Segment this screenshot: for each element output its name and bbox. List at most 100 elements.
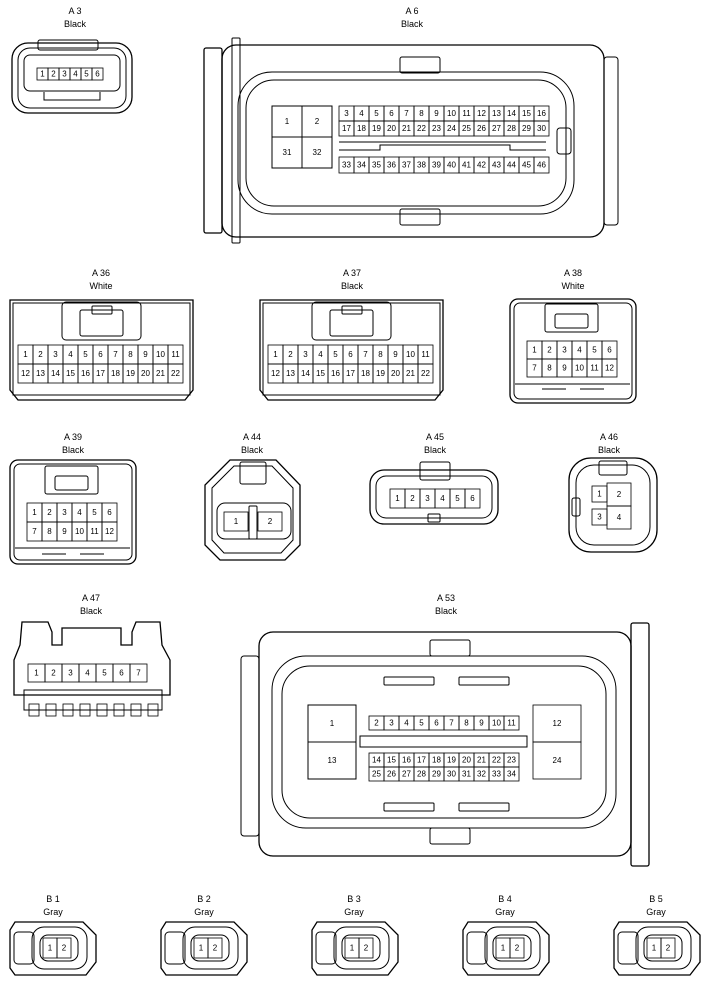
pin-number: 1 [501,944,506,953]
pin-number: 19 [372,124,381,133]
pin-number: 6 [470,494,475,503]
pin-number: 6 [348,350,353,359]
pin-number: 13 [328,756,337,765]
terminal [96,703,108,717]
housing-inner [12,302,191,396]
pin-number: 2 [617,490,622,499]
pin-number: 14 [507,109,516,118]
pin-number: 1 [395,494,400,503]
pin-number: 15 [66,369,75,378]
seal-outer [237,71,575,215]
pin-number: 2 [374,719,379,728]
pin-number: 3 [562,346,567,355]
pin-number: 38 [417,161,426,170]
connector-color: White [561,281,585,291]
connector-id: B 5 [649,894,663,904]
base [515,383,630,390]
pin-number: 13 [492,109,501,118]
pin-number: 1 [330,719,335,728]
pin-number: 12 [21,369,30,378]
key [427,513,441,523]
pin-number: 11 [590,364,599,373]
side-key [571,497,581,517]
pin-cell [503,766,520,782]
pin-number: 1 [285,117,290,126]
pin-number: 1 [597,490,602,499]
pin-number: 1 [34,669,39,678]
pin-cell-large [532,741,582,780]
connector-color: Black [340,281,363,291]
pin-number: 7 [449,719,454,728]
pin-number: 21 [406,369,415,378]
pin-number: 24 [447,124,456,133]
connector-color: Black [597,445,620,455]
connector-id: B 3 [347,894,361,904]
pin-number: 1 [234,517,239,526]
latch [239,461,267,485]
pin-number: 34 [357,161,366,170]
pin-number: 26 [387,770,396,779]
pin-number: 23 [507,756,516,765]
pin-number: 9 [479,719,484,728]
terminal [62,703,74,717]
pin-number: 12 [605,364,614,373]
pin-number: 6 [95,70,100,79]
pin-number: 22 [421,369,430,378]
pin-number: 18 [357,124,366,133]
connector-id: A 47 [81,593,101,603]
pin-cell [503,715,520,731]
pin-number: 3 [389,719,394,728]
side-key [556,127,572,155]
pin-number: 25 [462,124,471,133]
terminal [79,703,91,717]
pin-number: 2 [315,117,320,126]
pin-number: 13 [286,369,295,378]
pin-cell-large [301,136,333,169]
pin-number: 8 [128,350,133,359]
pin-cell [601,358,618,378]
pin-number: 39 [432,161,441,170]
pin-number: 7 [404,109,409,118]
pin-number: 2 [213,944,218,953]
pin-frame [23,54,121,92]
latch [554,313,589,329]
latch-tab [341,305,363,315]
pin-number: 5 [102,669,107,678]
top-key-2 [383,676,435,686]
pin-number: 3 [62,70,67,79]
pin-cell [533,120,550,137]
pin-number: 7 [136,669,141,678]
pin-number: 9 [62,527,67,536]
pin-number: 11 [421,350,430,359]
connector-id: A 39 [63,432,83,442]
latch [37,39,99,51]
pin-number: 6 [607,346,612,355]
pin-cell [358,937,374,959]
pin-number: 3 [597,513,602,522]
top-tab [399,56,441,74]
pin-number: 29 [432,770,441,779]
pin-frame [31,926,88,970]
connector-color: Black [61,445,84,455]
housing-outer [462,921,550,976]
pin-number: 5 [84,70,89,79]
pin-number: 2 [62,944,67,953]
pin-number: 16 [537,109,546,118]
pin-number: 4 [85,669,90,678]
housing-outer [204,459,301,561]
pin-number: 27 [402,770,411,779]
pin-number: 19 [376,369,385,378]
pin-number: 46 [537,161,546,170]
pin-cell [533,156,550,174]
pin-number: 19 [126,369,135,378]
pin-number: 18 [432,756,441,765]
pin-inner [190,934,230,962]
latch-frame [544,303,599,333]
latch [617,931,639,965]
pin-number: 20 [141,369,150,378]
